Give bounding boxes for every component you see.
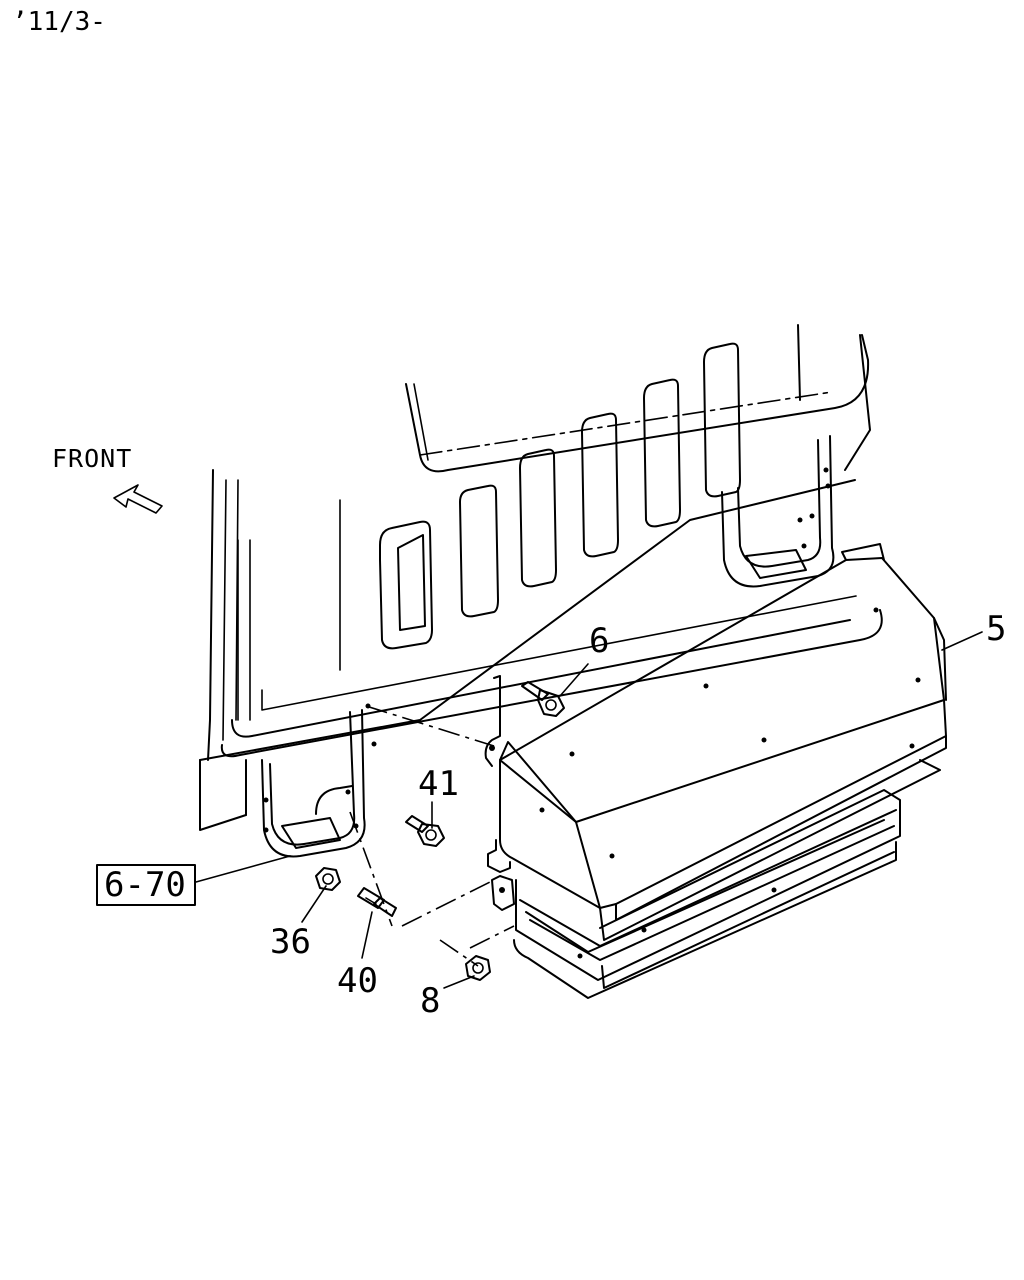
callout-8: 8: [420, 981, 440, 1021]
leader-lines: [195, 631, 983, 989]
front-label: FRONT: [52, 444, 132, 473]
bolt-part-41: [405, 815, 445, 847]
cab-body: [199, 324, 883, 858]
front-cross-member: [261, 703, 377, 858]
callout-40: 40: [337, 961, 378, 1001]
callout-6: 6: [589, 621, 609, 661]
callout-41: 41: [418, 764, 459, 804]
floor-ribs: [379, 342, 741, 650]
assembly-lines: [349, 705, 515, 967]
callout-6-70: 6-70: [104, 865, 186, 905]
header-code: ’11/3-: [12, 7, 106, 37]
callout-5: 5: [986, 609, 1006, 649]
stud-part-40: [357, 887, 397, 917]
callout-36: 36: [270, 922, 311, 962]
front-arrow-icon: [113, 484, 163, 514]
bolt-part-6: [521, 681, 565, 717]
nut-part-36: [315, 867, 341, 891]
nut-part-8: [465, 955, 491, 981]
battery-cover-part-5: [484, 543, 947, 999]
rear-cross-member: [721, 435, 835, 588]
ref-box-6-70: [96, 864, 196, 906]
